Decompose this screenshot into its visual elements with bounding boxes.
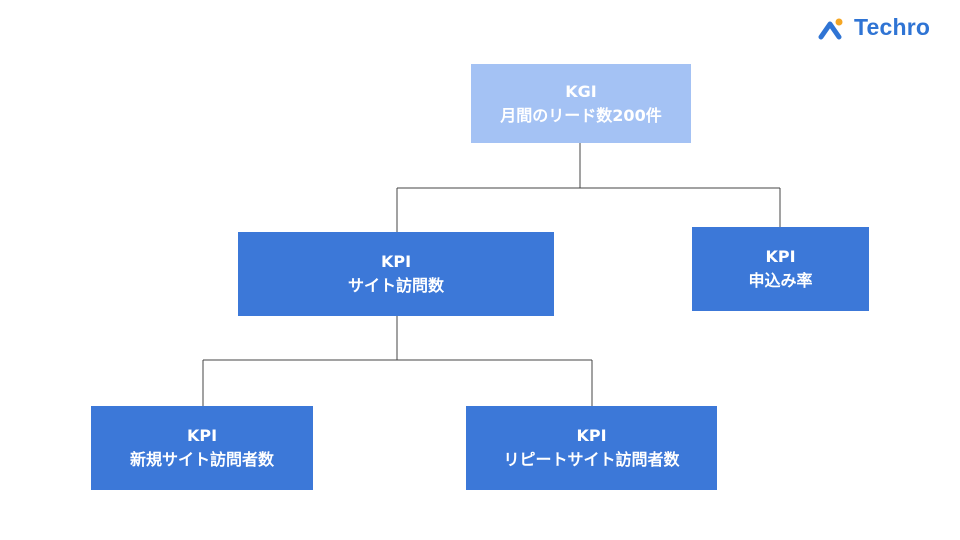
kpi-node-title: KPI (380, 252, 412, 271)
kgi-node-title: KGI (565, 81, 597, 101)
kpi-node-title: KPI (576, 426, 607, 445)
brand-name: Techro (854, 14, 931, 40)
kpi-node-repeat-visitors: KPI リピートサイト訪問者数 (466, 406, 717, 490)
kpi-node-new-visitors: KPI 新規サイト訪問者数 (91, 406, 313, 490)
kgi-node-label: 月間のリード数200件 (500, 105, 662, 125)
kpi-node-title: KPI (765, 247, 796, 266)
kpi-node-application-rate: KPI 申込み率 (692, 227, 869, 311)
kpi-node-label: リピートサイト訪問者数 (503, 450, 680, 469)
techro-logo-mark-icon (818, 18, 843, 39)
kpi-node-site-visits: KPI サイト訪問数 (238, 232, 554, 316)
kgi-node: KGI 月間のリード数200件 (471, 64, 691, 143)
kpi-node-label: サイト訪問数 (347, 276, 444, 295)
brand-logo: Techro (818, 14, 930, 41)
kpi-node-title: KPI (186, 426, 218, 445)
kpi-node-label: 申込み率 (748, 271, 813, 290)
kpi-node-label: 新規サイト訪問者数 (129, 450, 274, 469)
